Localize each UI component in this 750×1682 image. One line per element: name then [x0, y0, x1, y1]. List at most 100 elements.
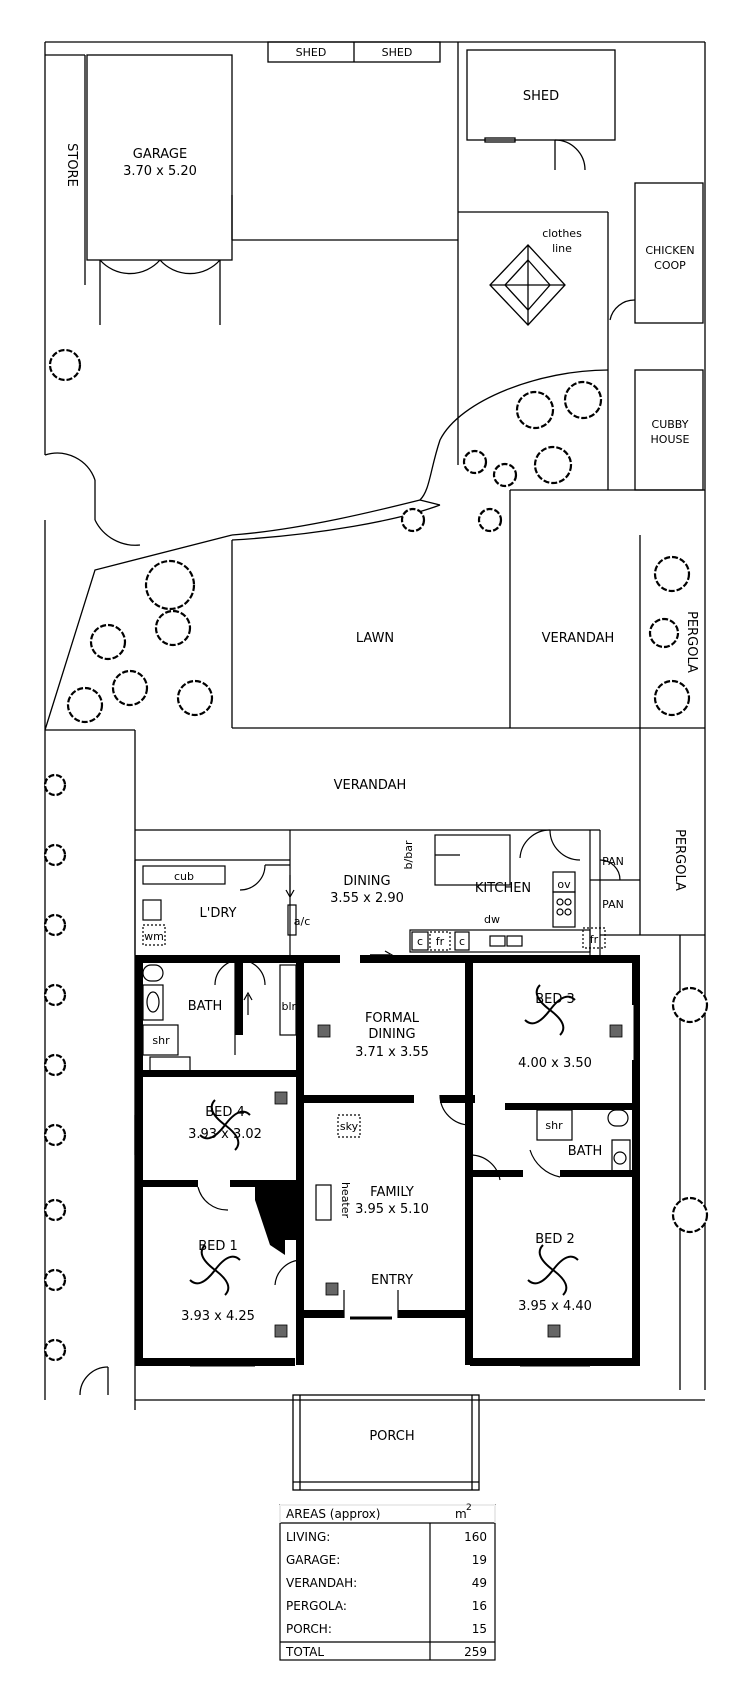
- tree-icon: [43, 843, 67, 867]
- tree-icon: [144, 559, 196, 611]
- clothes-line-label: line: [552, 242, 572, 255]
- bbar-label: b/bar: [402, 840, 415, 869]
- tree-icon: [477, 507, 503, 533]
- formal-dining-label: FORMAL: [365, 1011, 420, 1026]
- ceiling-fans: [189, 984, 579, 1296]
- clothes-line-label: clothes: [542, 227, 582, 240]
- areas-row-label: VERANDAH:: [286, 1576, 357, 1590]
- vents: [274, 1024, 623, 1338]
- pergola-label: PERGOLA: [672, 829, 687, 891]
- cubby-house-label: HOUSE: [651, 433, 690, 446]
- shed-label: SHED: [382, 46, 413, 59]
- tree-icon: [89, 623, 127, 661]
- cupboard-label: c: [459, 935, 465, 948]
- verandah-label: VERANDAH: [542, 631, 615, 646]
- house-thin-lines: [134, 829, 640, 1367]
- tree-icon: [48, 348, 82, 382]
- chicken-coop-label: CHICKEN: [645, 244, 694, 257]
- bed1-label: BED 1: [198, 1239, 238, 1254]
- areas-unit: m: [455, 1507, 467, 1521]
- areas-total-value: 259: [464, 1645, 487, 1659]
- house-walls: [135, 955, 640, 1366]
- tree-icon: [43, 1123, 67, 1147]
- family-label: FAMILY: [370, 1185, 414, 1200]
- kitchen-label: KITCHEN: [475, 881, 531, 896]
- room-labels: SHED SHED SHED STORE GARAGE 3.70 x 5.20 …: [64, 46, 699, 1444]
- vent-icon: [274, 1091, 288, 1105]
- vent-icon: [325, 1282, 339, 1296]
- bed2-dims: 3.95 x 4.40: [518, 1299, 592, 1314]
- garage-label: GARAGE: [133, 147, 187, 162]
- lawn-label: LAWN: [356, 631, 394, 646]
- tree-icon: [154, 609, 192, 647]
- fan-icon: [189, 1244, 241, 1296]
- areas-row-value: 49: [472, 1576, 487, 1590]
- chicken-coop-label: COOP: [654, 259, 686, 272]
- dining-dims: 3.55 x 2.90: [330, 891, 404, 906]
- bed4-dims: 3.93 x 3.02: [188, 1127, 262, 1142]
- tree-icon: [563, 380, 603, 420]
- tree-icon: [43, 1268, 67, 1292]
- trees: [43, 348, 709, 1362]
- vent-icon: [547, 1324, 561, 1338]
- tree-icon: [671, 986, 709, 1024]
- tree-icon: [43, 1053, 67, 1077]
- tree-icon: [43, 983, 67, 1007]
- pergola-label: PERGOLA: [684, 611, 699, 673]
- areas-row-value: 160: [464, 1530, 487, 1544]
- areas-total-label: TOTAL: [285, 1645, 324, 1659]
- skylight-label: sky: [340, 1120, 359, 1133]
- bed2-label: BED 2: [535, 1232, 575, 1247]
- oven-label: ov: [557, 878, 571, 891]
- bln-label: bln: [281, 1000, 298, 1013]
- areas-row-label: PORCH:: [286, 1622, 332, 1636]
- tree-icon: [492, 462, 518, 488]
- verandah-label: VERANDAH: [334, 778, 407, 793]
- tree-icon: [176, 679, 214, 717]
- pantry-label: PAN: [602, 855, 624, 868]
- tree-icon: [671, 1196, 709, 1234]
- cub-label: cub: [174, 870, 194, 883]
- fridge-label: fr: [590, 933, 599, 946]
- fan-icon: [527, 1244, 579, 1296]
- vent-icon: [274, 1324, 288, 1338]
- tree-icon: [462, 449, 488, 475]
- tree-icon: [43, 1198, 67, 1222]
- areas-row-value: 19: [472, 1553, 487, 1567]
- tree-icon: [43, 1338, 67, 1362]
- areas-unit-sup: 2: [466, 1503, 472, 1513]
- dining-label: DINING: [343, 874, 390, 889]
- bed1-dims: 3.93 x 4.25: [181, 1309, 255, 1324]
- porch-label: PORCH: [369, 1429, 414, 1444]
- bath-label: BATH: [188, 999, 223, 1014]
- shower-label: shr: [545, 1119, 563, 1132]
- tree-icon: [66, 686, 104, 724]
- shed-label: SHED: [523, 89, 559, 104]
- dishwasher-label: dw: [484, 913, 500, 926]
- areas-table: AREAS (approx) m 2 LIVING: 160 GARAGE: 1…: [279, 1503, 496, 1661]
- ac-label: a/c: [294, 915, 311, 928]
- shower-label: shr: [152, 1034, 170, 1047]
- entry-label: ENTRY: [371, 1273, 413, 1288]
- fridge-label: fr: [436, 935, 445, 948]
- areas-row-label: GARAGE:: [286, 1553, 340, 1567]
- fan-icon: [524, 984, 576, 1036]
- family-dims: 3.95 x 5.10: [355, 1202, 429, 1217]
- formal-dining-dims: 3.71 x 3.55: [355, 1045, 429, 1060]
- shed-label: SHED: [296, 46, 327, 59]
- washing-machine-label: wm: [144, 930, 164, 943]
- laundry-label: L'DRY: [200, 906, 237, 921]
- pantry-label: PAN: [602, 898, 624, 911]
- tree-icon: [533, 445, 573, 485]
- heater-label: heater: [339, 1182, 352, 1219]
- areas-row-value: 16: [472, 1599, 487, 1613]
- vent-icon: [609, 1024, 623, 1038]
- vent-icon: [317, 1024, 331, 1038]
- tree-icon: [653, 555, 691, 593]
- cubby-house-label: CUBBY: [652, 418, 689, 431]
- tree-icon: [111, 669, 149, 707]
- bed3-label: BED 3: [535, 992, 575, 1007]
- fan-icon: [199, 1099, 251, 1151]
- tree-icon: [43, 913, 67, 937]
